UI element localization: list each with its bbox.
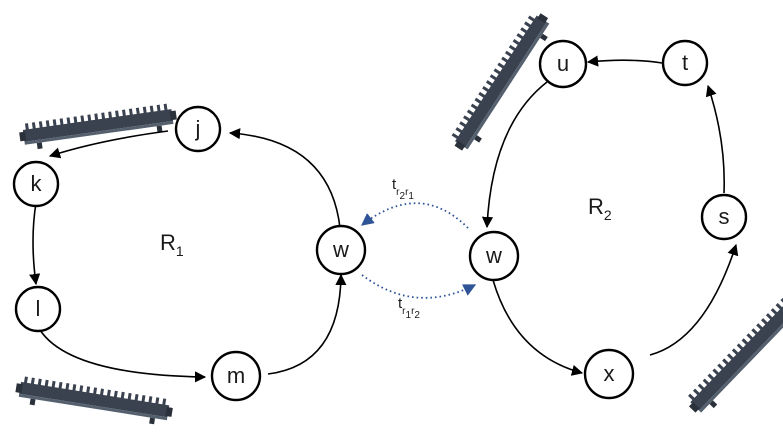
edge-t-u — [586, 55, 663, 67]
rack-icon — [683, 287, 783, 420]
svg-text:k: k — [31, 171, 43, 196]
edge-u-w2 — [481, 81, 548, 229]
transition-arrow-r1-r2 — [361, 274, 477, 299]
svg-text:l: l — [36, 296, 41, 321]
edge-j-k — [48, 130, 169, 159]
edge-l-m — [39, 329, 207, 383]
node-u: u — [538, 39, 588, 89]
node-x: x — [583, 348, 635, 400]
transition-label-main: t — [398, 295, 403, 312]
rack-icon — [447, 8, 557, 157]
region-label-r2: R2 — [588, 194, 612, 223]
edge-s-t — [705, 84, 725, 194]
svg-text:j: j — [195, 116, 201, 141]
svg-text:m: m — [227, 363, 245, 388]
svg-text:t: t — [682, 50, 688, 75]
rack-icon — [18, 102, 179, 152]
node-m: m — [210, 350, 262, 402]
edge-w1-j — [228, 128, 341, 229]
edge-x-s — [649, 243, 739, 356]
node-s: s — [700, 193, 748, 241]
edge-m-w1 — [267, 273, 347, 375]
svg-text:s: s — [719, 204, 730, 229]
transition-label-main: t — [392, 176, 397, 193]
svg-text:w: w — [485, 243, 502, 268]
node-w2: w — [468, 230, 520, 282]
rack-icon — [13, 375, 175, 427]
edge-k-l — [29, 202, 41, 286]
transition-arrow-r2-r1 — [361, 202, 469, 229]
svg-text:u: u — [557, 51, 569, 76]
region-label-r1: R1 — [160, 230, 184, 259]
node-t: t — [661, 39, 709, 87]
svg-text:w: w — [332, 237, 349, 262]
node-k: k — [12, 160, 60, 208]
transition-label-r2-r1: tr2r1 — [392, 176, 414, 202]
node-w1: w — [315, 224, 367, 276]
svg-text:x: x — [604, 361, 615, 386]
edge-w2-x — [492, 279, 584, 376]
node-j: j — [174, 105, 222, 153]
transition-label-r1-r2: tr1r2 — [398, 295, 420, 321]
node-l: l — [14, 285, 62, 333]
